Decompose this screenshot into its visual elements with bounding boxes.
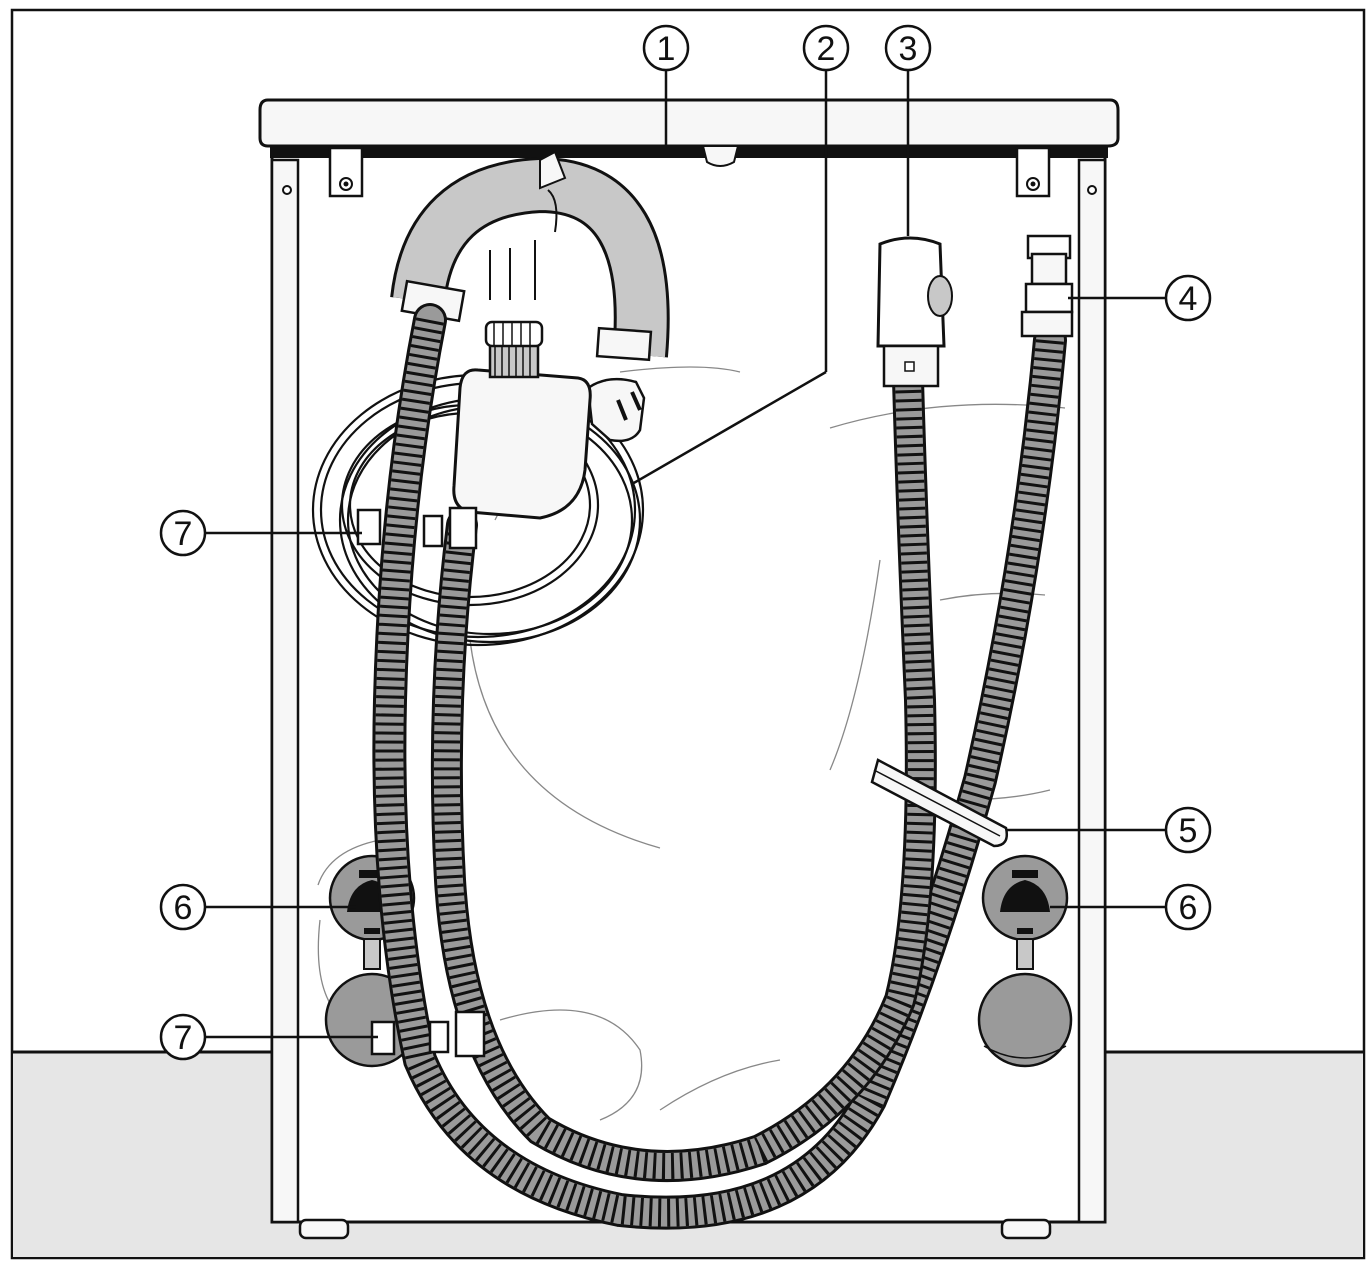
hose-clip-lower — [370, 1010, 486, 1058]
drain-hose-bend — [390, 150, 670, 362]
foot-left — [298, 1218, 350, 1240]
foot-right — [1000, 1218, 1052, 1240]
callout-4-label: 4 — [1179, 280, 1198, 318]
callout-7-upper-label: 7 — [174, 515, 193, 553]
flange-screw-left — [282, 185, 292, 195]
drain-hose-corrugated — [372, 303, 1067, 1230]
power-plug — [586, 377, 646, 443]
hose-clip-upper — [356, 506, 478, 550]
callout-6-right: 6 — [1164, 883, 1212, 931]
callout-5-label: 5 — [1179, 812, 1198, 850]
top-lid — [258, 98, 1120, 148]
callout-7-lower-label: 7 — [174, 1019, 193, 1057]
lid-catch — [701, 145, 740, 167]
machine-right-flange — [1077, 158, 1107, 1224]
callout-6-right-label: 6 — [1179, 889, 1198, 927]
callout-3-label: 3 — [899, 30, 918, 68]
callout-7-upper: 7 — [159, 509, 207, 557]
hose-bend-support — [870, 758, 1008, 848]
machine-left-flange — [270, 158, 300, 1224]
callout-6-left-label: 6 — [174, 889, 193, 927]
callout-2-label: 2 — [817, 30, 836, 68]
callout-1: 1 — [642, 24, 690, 72]
callout-2: 2 — [802, 24, 850, 72]
lid-shadow — [270, 146, 1108, 158]
callout-1-label: 1 — [657, 30, 676, 68]
callout-4: 4 — [1164, 274, 1212, 322]
callout-7-lower: 7 — [159, 1013, 207, 1061]
lid-bracket-right — [1015, 146, 1051, 198]
callout-6-left: 6 — [159, 883, 207, 931]
lid-bracket-left — [328, 146, 364, 198]
inlet-hose-corrugated — [430, 364, 937, 1182]
flange-screw-right — [1087, 185, 1097, 195]
inlet-hose-connector — [876, 236, 953, 388]
callout-3: 3 — [884, 24, 932, 72]
waterproof-valve-housing — [452, 320, 592, 520]
drain-hose-connector — [1020, 234, 1074, 338]
transport-bracket-right — [977, 854, 1073, 1068]
callout-5: 5 — [1164, 806, 1212, 854]
leader-2b — [631, 370, 827, 486]
